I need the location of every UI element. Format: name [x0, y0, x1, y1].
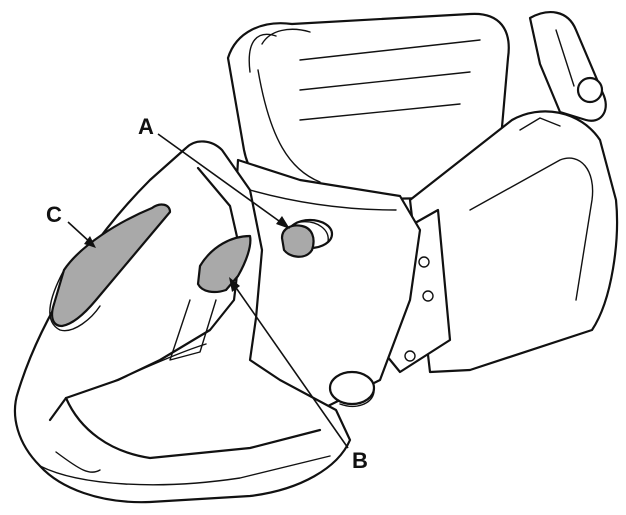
leader-a	[157, 133, 287, 227]
label-b: B	[352, 448, 368, 473]
label-c: C	[46, 202, 62, 227]
leader-c-arrowhead	[84, 236, 96, 248]
part-c-shaded	[51, 203, 172, 328]
leader-b-arrowhead	[229, 277, 240, 292]
leader-a-arrowhead	[276, 216, 290, 229]
front-handguard	[13, 140, 352, 504]
leader-b	[231, 281, 349, 449]
part-b-shaded	[196, 234, 252, 294]
rear-housing	[408, 110, 619, 374]
part-c-outline	[49, 269, 101, 332]
top-handle	[528, 11, 607, 122]
part-a-knob	[280, 218, 334, 258]
label-a: A	[138, 114, 154, 139]
main-body	[228, 158, 422, 422]
